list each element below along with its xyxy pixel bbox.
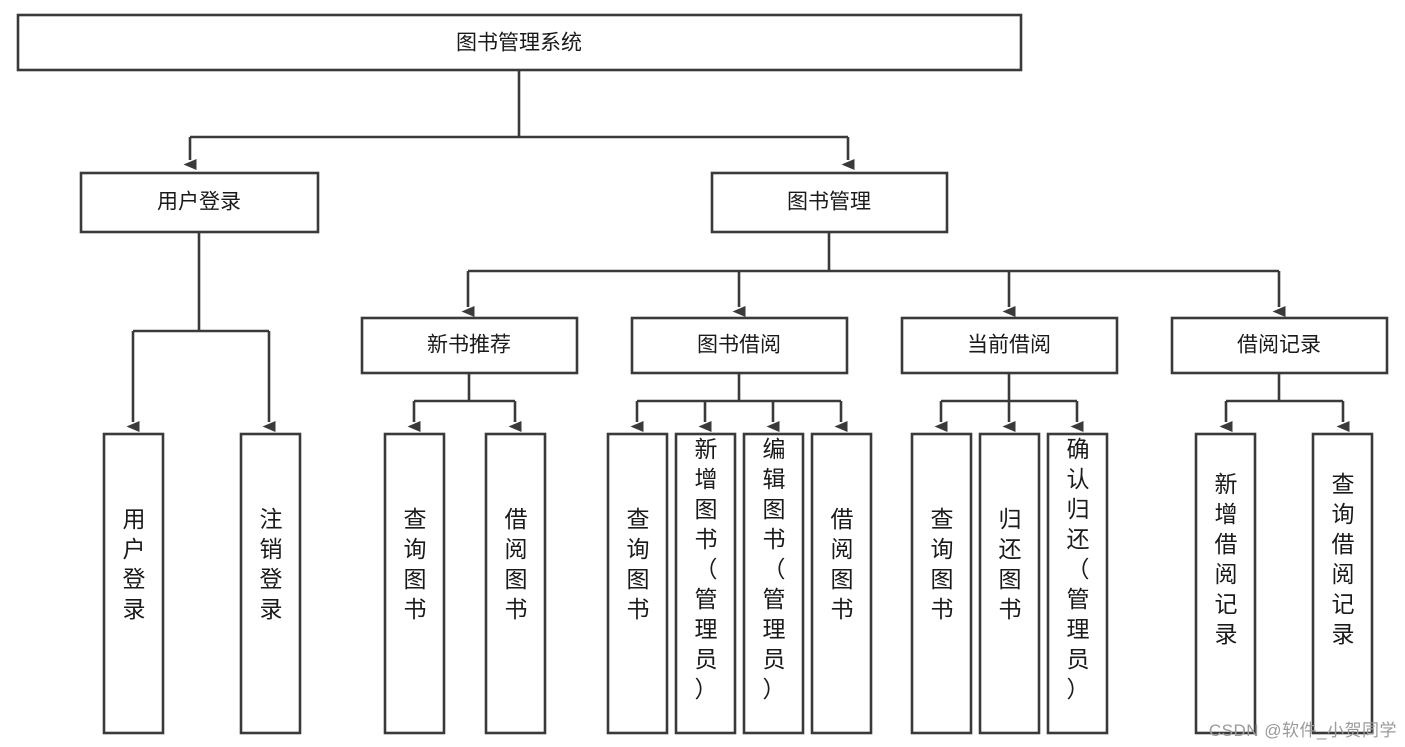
node-leaf-return-book[interactable]: 归还图书 bbox=[978, 432, 1041, 735]
node-leaf-user-login[interactable]: 用户登录 bbox=[102, 432, 165, 735]
node-leaf-user-login-label: 用户登录 bbox=[123, 506, 146, 622]
node-book-borrow[interactable]: 图书借阅 bbox=[630, 316, 849, 375]
node-new-book-recommend[interactable]: 新书推荐 bbox=[360, 316, 579, 375]
node-user-login-label: 用户登录 bbox=[157, 191, 241, 214]
node-leaf-query-book-1-label: 查询图书 bbox=[404, 506, 427, 622]
node-borrow-record-label: 借阅记录 bbox=[1237, 334, 1321, 357]
node-root-box[interactable] bbox=[16, 13, 1023, 72]
node-book-manage-label: 图书管理 bbox=[787, 191, 871, 214]
node-leaf-query-record-label: 查询借阅记录 bbox=[1332, 471, 1355, 647]
node-leaf-query-book-1[interactable]: 查询图书 bbox=[383, 432, 446, 735]
node-new-book-recommend-box[interactable] bbox=[360, 316, 579, 375]
node-leaf-query-book-3-box[interactable] bbox=[910, 432, 973, 735]
node-leaf-borrow-book-2[interactable]: 借阅图书 bbox=[810, 432, 873, 735]
node-leaf-add-record[interactable]: 新增借阅记录 bbox=[1194, 432, 1257, 735]
node-leaf-add-book-label: 新增图书（管理员） bbox=[695, 436, 718, 702]
node-book-borrow-label: 图书借阅 bbox=[697, 334, 781, 357]
node-leaf-query-book-2[interactable]: 查询图书 bbox=[606, 432, 669, 735]
node-current-borrow[interactable]: 当前借阅 bbox=[900, 316, 1119, 375]
node-leaf-confirm-return-box[interactable] bbox=[1046, 432, 1109, 735]
node-leaf-borrow-book-1-label: 借阅图书 bbox=[505, 506, 528, 622]
node-leaf-edit-book-label: 编辑图书（管理员） bbox=[763, 436, 786, 702]
node-current-borrow-box[interactable] bbox=[900, 316, 1119, 375]
node-leaf-borrow-book-1[interactable]: 借阅图书 bbox=[484, 432, 547, 735]
node-leaf-query-book-2-box[interactable] bbox=[606, 432, 669, 735]
node-book-borrow-box[interactable] bbox=[630, 316, 849, 375]
node-leaf-edit-book[interactable]: 编辑图书（管理员） bbox=[742, 432, 805, 735]
node-leaf-logout-login-label: 注销登录 bbox=[260, 506, 283, 622]
node-book-manage-box[interactable] bbox=[710, 171, 949, 234]
node-user-login[interactable]: 用户登录 bbox=[79, 171, 320, 234]
node-root[interactable]: 图书管理系统 bbox=[16, 13, 1023, 72]
node-user-login-box[interactable] bbox=[79, 171, 320, 234]
node-leaf-add-book[interactable]: 新增图书（管理员） bbox=[674, 432, 737, 735]
node-leaf-user-login-box[interactable] bbox=[102, 432, 165, 735]
node-leaf-query-book-1-box[interactable] bbox=[383, 432, 446, 735]
connector-layer bbox=[126, 70, 1350, 432]
node-leaf-confirm-return-label: 确认归还（管理员） bbox=[1067, 436, 1090, 702]
node-leaf-add-book-box[interactable] bbox=[674, 432, 737, 735]
node-leaf-confirm-return[interactable]: 确认归还（管理员） bbox=[1046, 432, 1109, 735]
node-leaf-add-record-label: 新增借阅记录 bbox=[1215, 471, 1238, 647]
node-leaf-query-book-2-label: 查询图书 bbox=[627, 506, 650, 622]
node-leaf-query-record-box[interactable] bbox=[1311, 432, 1374, 735]
node-leaf-add-record-box[interactable] bbox=[1194, 432, 1257, 735]
node-leaf-query-book-3[interactable]: 查询图书 bbox=[910, 432, 973, 735]
node-leaf-logout-login-box[interactable] bbox=[239, 432, 302, 735]
node-book-manage[interactable]: 图书管理 bbox=[710, 171, 949, 234]
node-leaf-borrow-book-2-box[interactable] bbox=[810, 432, 873, 735]
node-leaf-logout-login[interactable]: 注销登录 bbox=[239, 432, 302, 735]
node-leaf-edit-book-box[interactable] bbox=[742, 432, 805, 735]
node-leaf-query-book-3-label: 查询图书 bbox=[931, 506, 954, 622]
node-leaf-borrow-book-1-box[interactable] bbox=[484, 432, 547, 735]
node-borrow-record-box[interactable] bbox=[1170, 316, 1389, 375]
csdn-watermark: CSDN @软件_小贺同学 bbox=[1208, 721, 1397, 740]
node-leaf-query-record[interactable]: 查询借阅记录 bbox=[1311, 432, 1374, 735]
node-borrow-record[interactable]: 借阅记录 bbox=[1170, 316, 1389, 375]
node-leaf-return-book-box[interactable] bbox=[978, 432, 1041, 735]
node-leaf-borrow-book-2-label: 借阅图书 bbox=[831, 506, 854, 622]
node-current-borrow-label: 当前借阅 bbox=[967, 334, 1051, 357]
node-leaf-return-book-label: 归还图书 bbox=[999, 506, 1022, 622]
node-new-book-recommend-label: 新书推荐 bbox=[427, 334, 511, 357]
node-root-label: 图书管理系统 bbox=[456, 32, 582, 55]
